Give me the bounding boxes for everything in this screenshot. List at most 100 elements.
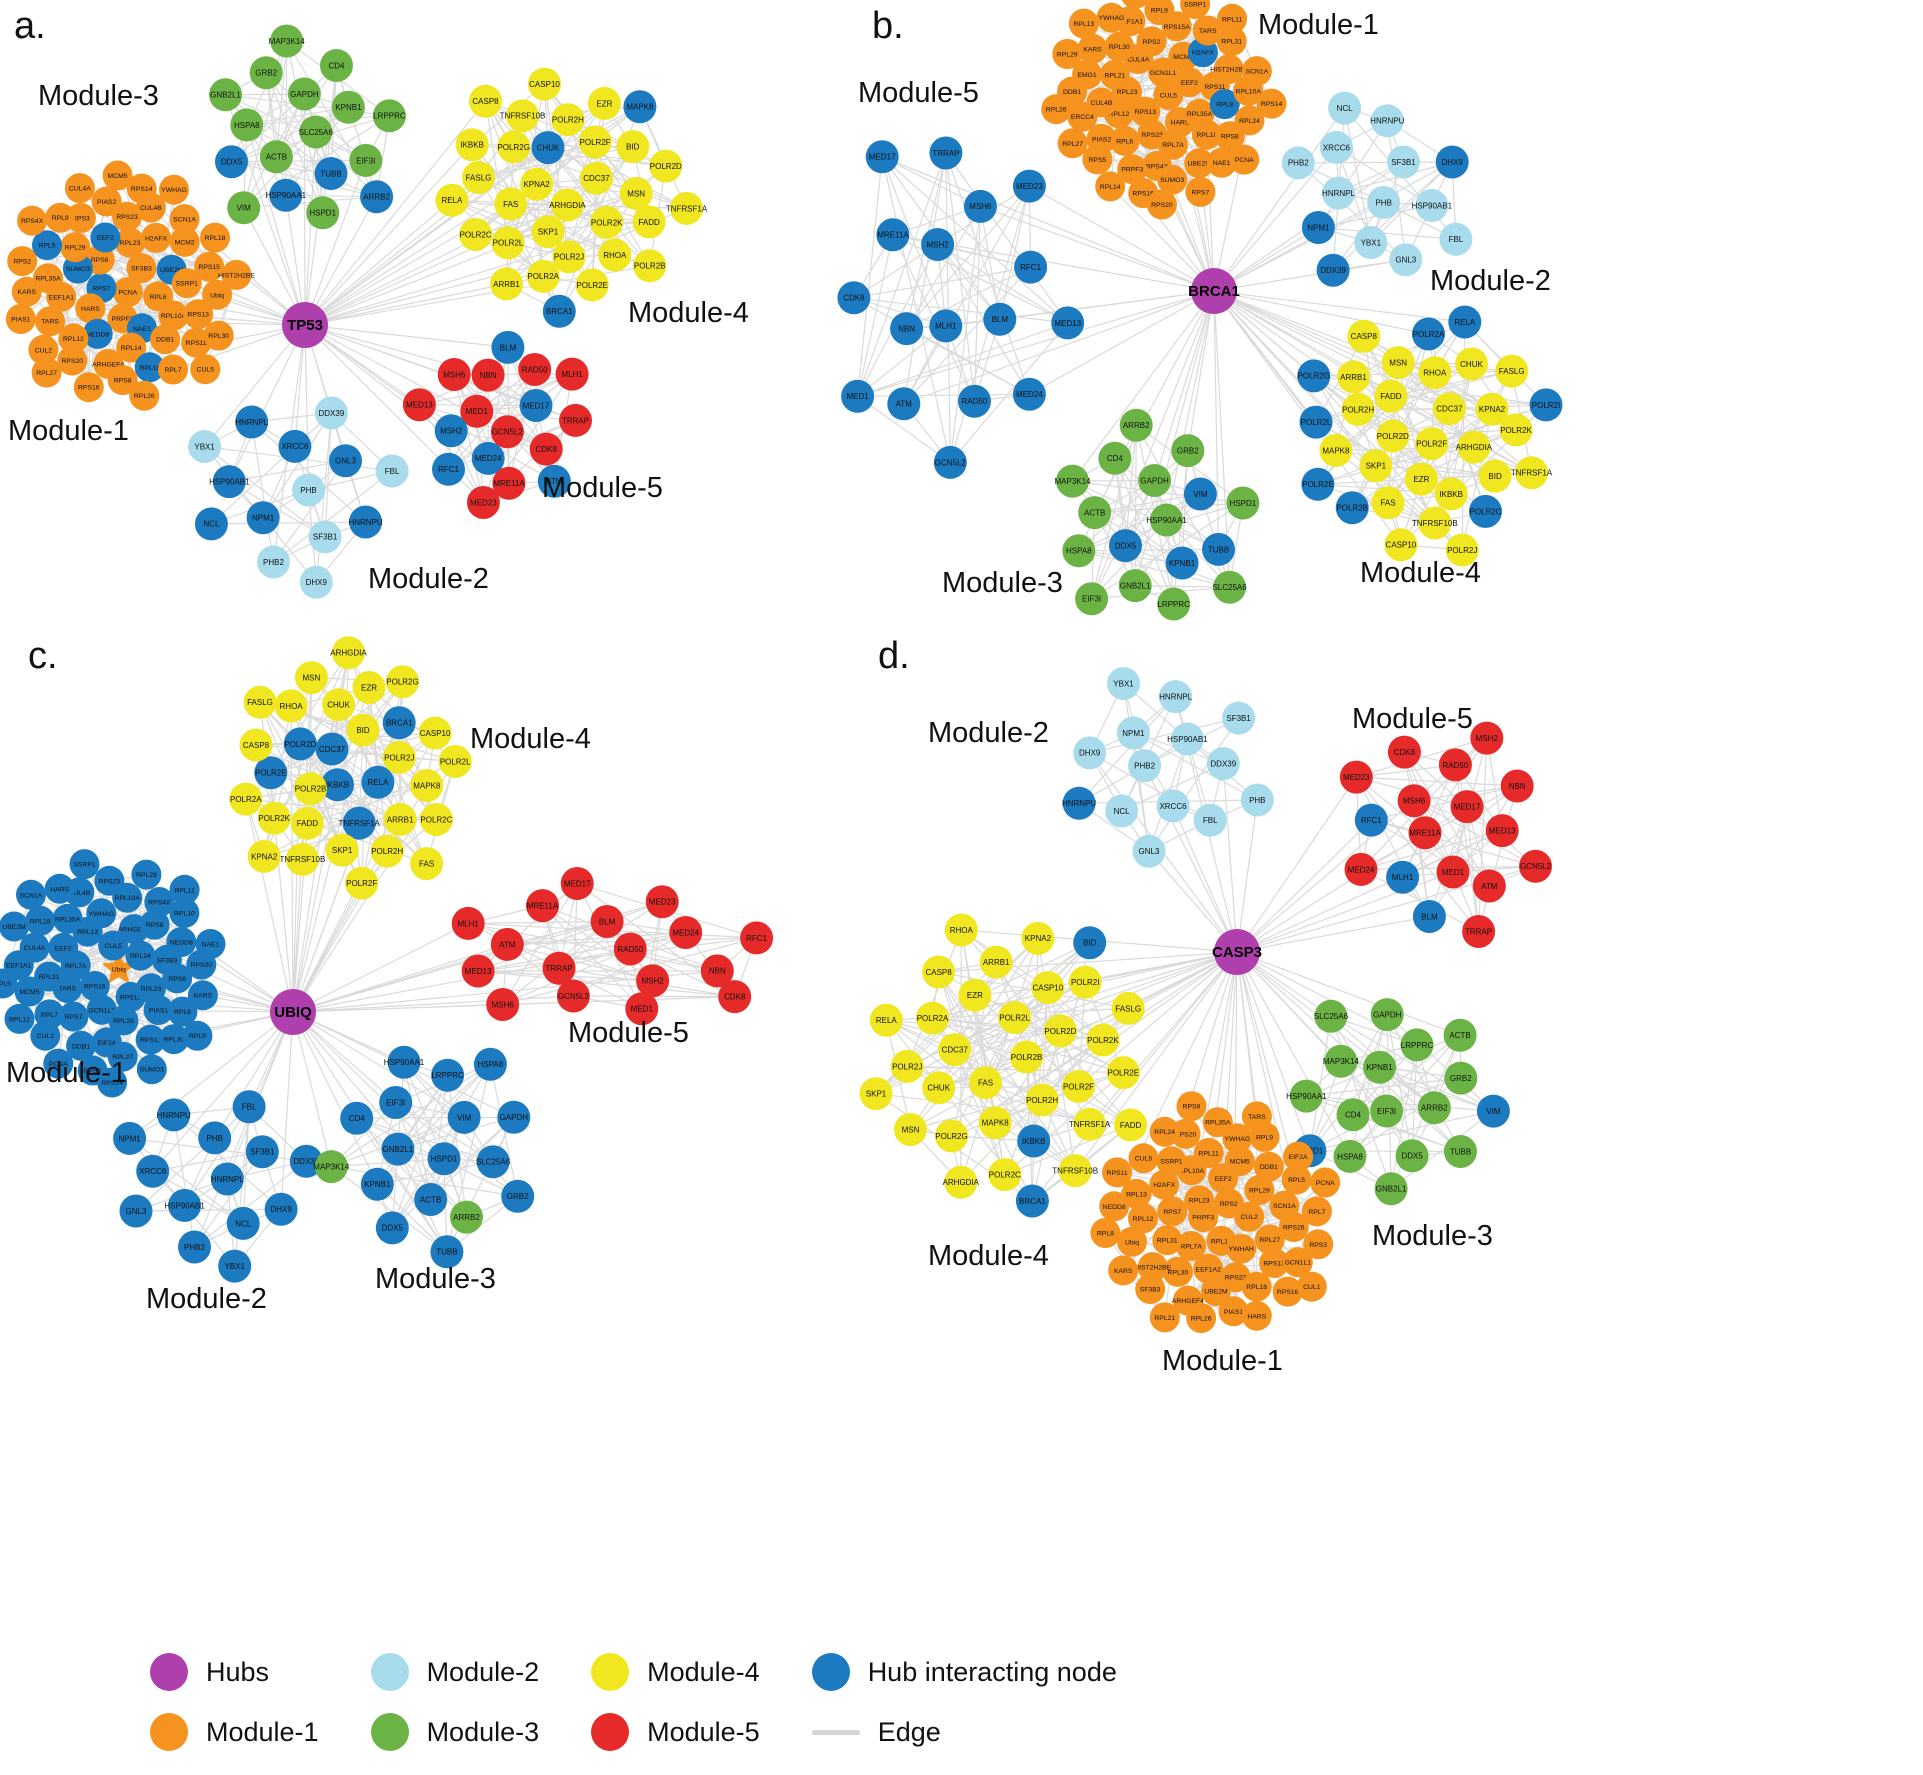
node-TARS[interactable]: TARS xyxy=(1241,1101,1272,1132)
node-CD4[interactable]: CD4 xyxy=(320,49,353,82)
node-POLR2I[interactable]: POLR2I xyxy=(1529,388,1563,422)
node-DDX5[interactable]: DDX5 xyxy=(1395,1139,1429,1173)
node-RPS7[interactable]: RPS7 xyxy=(58,1001,89,1032)
node-FADD[interactable]: FADD xyxy=(1114,1108,1148,1142)
node-EZR[interactable]: EZR xyxy=(1404,462,1438,496)
node-BID[interactable]: BID xyxy=(1478,459,1512,493)
node-TRRAP[interactable]: TRRAP xyxy=(542,951,576,985)
node-RPL11[interactable]: RPL11 xyxy=(1193,1138,1224,1168)
node-RPL24[interactable]: RPL24 xyxy=(125,940,156,971)
node-HSP90AA1[interactable]: HSP90AA1 xyxy=(1146,503,1187,537)
node-POLR2H[interactable]: POLR2H xyxy=(551,103,585,137)
node-YWHAG[interactable]: YWHAG xyxy=(159,174,189,205)
node-GCN5L2[interactable]: GCN5L2 xyxy=(933,445,967,479)
node-MED13[interactable]: MED13 xyxy=(402,388,436,422)
node-TNFRSF1A[interactable]: TNFRSF1A xyxy=(1511,456,1553,490)
node-DDX39[interactable]: DDX39 xyxy=(1206,747,1240,781)
node-MED23[interactable]: MED23 xyxy=(1012,169,1046,203)
node-DDX5[interactable]: DDX5 xyxy=(375,1211,409,1245)
node-LRPPRC[interactable]: LRPPRC xyxy=(1400,1028,1434,1062)
node-HSPA8[interactable]: HSPA8 xyxy=(1333,1139,1367,1173)
node-RPL7[interactable]: RPL7 xyxy=(158,354,188,385)
node-CASP8[interactable]: CASP8 xyxy=(469,84,502,118)
node-TNFRSF10B[interactable]: TNFRSF10B xyxy=(1412,506,1458,540)
node-PCNA[interactable]: PCNA xyxy=(43,1048,74,1079)
node-FASLG[interactable]: FASLG xyxy=(1495,354,1529,388)
node-DDB1[interactable]: DDB1 xyxy=(66,1030,97,1061)
node-POLR2C[interactable]: POLR2C xyxy=(419,803,453,836)
node-XRCC6[interactable]: XRCC6 xyxy=(1156,789,1190,823)
node-RPS11[interactable]: RPS11 xyxy=(135,1024,166,1055)
node-HSPA8[interactable]: HSPA8 xyxy=(230,108,264,142)
node-MED1[interactable]: MED1 xyxy=(1436,855,1470,889)
node-RPS16[interactable]: RPS16 xyxy=(73,372,104,403)
node-TUBB[interactable]: TUBB xyxy=(314,157,348,190)
node-MSN[interactable]: MSN xyxy=(1381,346,1415,380)
node-POLR2G[interactable]: POLR2G xyxy=(1297,359,1331,393)
node-MSH2[interactable]: MSH2 xyxy=(434,414,468,448)
node-YWHAG[interactable]: YWHAG xyxy=(86,898,117,929)
node-HIST2H2BE[interactable]: HIST2H2BE xyxy=(1134,1252,1172,1283)
node-EZR[interactable]: EZR xyxy=(587,86,621,120)
node-NCL[interactable]: NCL xyxy=(194,507,228,541)
node-MSN[interactable]: MSN xyxy=(294,661,328,695)
node-Ubiq[interactable]: Ubiq xyxy=(202,279,233,310)
node-POLR2E[interactable]: POLR2E xyxy=(575,268,609,302)
node-ATM[interactable]: ATM xyxy=(887,387,921,421)
node-RELA[interactable]: RELA xyxy=(1448,305,1482,339)
node-EIF3I[interactable]: EIF3I xyxy=(1075,582,1109,616)
node-HSPD1[interactable]: HSPD1 xyxy=(306,196,340,230)
node-MED24[interactable]: MED24 xyxy=(1012,377,1046,411)
node-ARRB2[interactable]: ARRB2 xyxy=(450,1200,483,1234)
node-FAS[interactable]: FAS xyxy=(1371,486,1405,520)
node-HSP90AB1[interactable]: HSP90AB1 xyxy=(209,465,250,499)
node-MAPK8[interactable]: MAPK8 xyxy=(978,1106,1012,1140)
node-GRB2[interactable]: GRB2 xyxy=(1171,434,1205,468)
node-BLM[interactable]: BLM xyxy=(590,905,624,938)
node-CDC37[interactable]: CDC37 xyxy=(938,1033,972,1067)
node-CUL5[interactable]: CUL5 xyxy=(98,930,129,961)
node-POLR2F[interactable]: POLR2F xyxy=(1415,427,1449,461)
node-DHX9[interactable]: DHX9 xyxy=(264,1192,298,1226)
node-MED1[interactable]: MED1 xyxy=(460,394,494,428)
node-CUL1[interactable]: CUL1 xyxy=(30,1020,61,1051)
node-MCM5[interactable]: MCM5 xyxy=(14,976,45,1007)
node-SSRP1[interactable]: SSRP1 xyxy=(1156,1146,1187,1177)
node-SCN1A[interactable]: SCN1A xyxy=(1241,56,1272,87)
node-HNRNPU[interactable]: HNRNPU xyxy=(1370,104,1405,138)
node-POLR2B[interactable]: POLR2B xyxy=(1335,491,1369,525)
node-GNB2L1[interactable]: GNB2L1 xyxy=(381,1132,415,1166)
node-TRRAP[interactable]: TRRAP xyxy=(559,403,592,437)
node-RFC1[interactable]: RFC1 xyxy=(432,452,465,486)
node-MED23[interactable]: MED23 xyxy=(1339,760,1373,794)
node-LRPPRC[interactable]: LRPPRC xyxy=(431,1058,465,1092)
node-MRE11A[interactable]: MRE11A xyxy=(526,889,559,923)
node-RPL7A[interactable]: RPL7A xyxy=(1176,1231,1207,1261)
node-MED13[interactable]: MED13 xyxy=(1051,306,1085,340)
node-MED23[interactable]: MED23 xyxy=(466,486,500,519)
node-RPL23[interactable]: RPL23 xyxy=(1184,1185,1215,1216)
node-LRPPRC[interactable]: LRPPRC xyxy=(372,99,406,133)
node-POLR2F[interactable]: POLR2F xyxy=(1062,1069,1095,1103)
node-RPS23[interactable]: RPS23 xyxy=(94,865,125,896)
node-MCM5[interactable]: MCM5 xyxy=(1224,1146,1255,1177)
node-GNL3[interactable]: GNL3 xyxy=(329,444,362,478)
node-CDK8[interactable]: CDK8 xyxy=(837,281,871,315)
node-RPS5[interactable]: RPS5 xyxy=(1082,144,1113,175)
node-FAS[interactable]: FAS xyxy=(494,187,528,221)
node-HSPA8[interactable]: HSPA8 xyxy=(1062,534,1096,568)
node-RPL26[interactable]: RPL26 xyxy=(129,380,160,411)
node-RPL18[interactable]: RPL18 xyxy=(200,222,230,253)
node-PHB[interactable]: PHB xyxy=(1240,783,1274,817)
node-RPL5[interactable]: RPL5 xyxy=(1281,1164,1312,1195)
node-ACTB[interactable]: ACTB xyxy=(1078,496,1112,530)
node-RPL8[interactable]: RPL8 xyxy=(1209,89,1240,120)
node-ARRB2[interactable]: ARRB2 xyxy=(1417,1091,1451,1125)
node-POLR2E[interactable]: POLR2E xyxy=(1301,467,1335,501)
node-RELA[interactable]: RELA xyxy=(869,1003,903,1037)
node-RPL6[interactable]: RPL6 xyxy=(167,996,198,1027)
node-KARS[interactable]: KARS xyxy=(1108,1255,1139,1286)
node-POLR2B[interactable]: POLR2B xyxy=(1010,1040,1044,1074)
node-H2AFX[interactable]: H2AFX xyxy=(141,222,172,253)
node-NEDD8[interactable]: NEDD8 xyxy=(1099,1191,1130,1222)
